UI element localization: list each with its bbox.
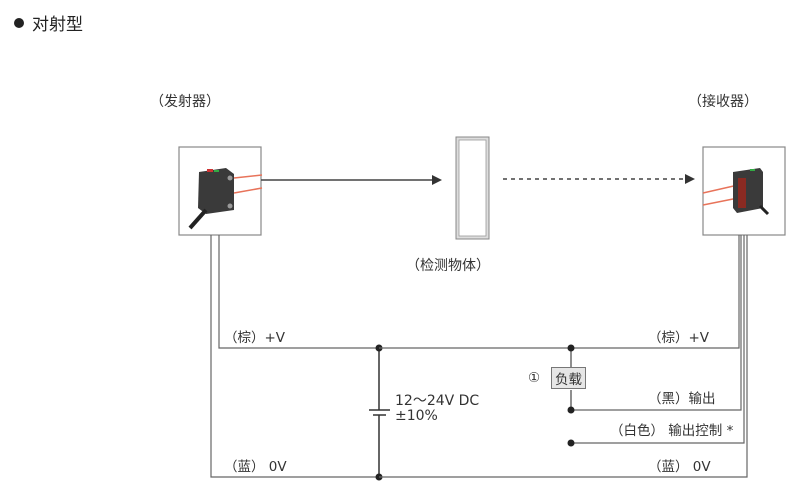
received-beam-arrow xyxy=(503,174,695,184)
emitter-sensor xyxy=(178,146,263,236)
detected-object xyxy=(455,136,490,240)
right-wires xyxy=(379,235,748,478)
right-white-label: （白色） 输出控制 * xyxy=(610,423,734,439)
right-brown-label: （棕）+V xyxy=(648,330,710,346)
junction-dot xyxy=(567,406,575,414)
junction-dot xyxy=(567,344,575,352)
receiver-sensor xyxy=(702,146,786,236)
load-branch xyxy=(567,344,575,447)
power-supply xyxy=(369,344,390,481)
load-box: 负载 xyxy=(551,367,586,389)
right-blue-label: （蓝） 0V xyxy=(648,459,711,475)
left-brown-label: （棕）+V xyxy=(224,330,286,346)
section-title: 对射型 xyxy=(14,10,83,35)
object-label: （检测物体） xyxy=(406,258,490,274)
left-blue-label: （蓝） 0V xyxy=(224,459,287,475)
load-marker: ① xyxy=(528,370,541,386)
receiver-label: （接收器） xyxy=(688,94,758,110)
bullet-icon xyxy=(14,18,24,28)
junction-dot xyxy=(567,439,575,447)
title-text: 对射型 xyxy=(32,15,83,35)
left-wires xyxy=(210,235,379,478)
emitter-label: （发射器） xyxy=(150,94,220,110)
power-supply-voltage: 12～24V DC xyxy=(395,393,480,409)
right-black-label: （黑）输出 xyxy=(648,391,716,407)
emitted-beam-arrow xyxy=(261,175,442,185)
power-supply-tolerance: ±10% xyxy=(395,408,438,424)
